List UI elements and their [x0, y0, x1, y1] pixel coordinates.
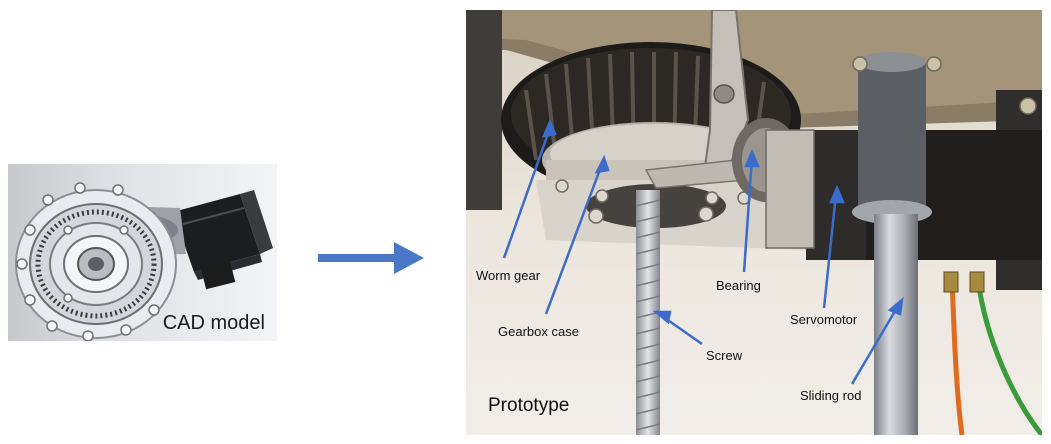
cad-model-caption: CAD model — [162, 312, 265, 334]
sliding-rod-pointer — [850, 305, 900, 385]
cad-gearbox-illustration — [15, 182, 273, 341]
cad-gear-housing — [15, 189, 177, 339]
label-sliding-rod: Sliding rod — [800, 388, 862, 403]
label-bearing: Bearing — [716, 278, 761, 293]
label-gearbox-case: Gearbox case — [498, 324, 579, 339]
photo-sliding-rod — [852, 52, 1037, 435]
prototype-caption: Prototype — [488, 395, 570, 416]
photo-cables — [949, 277, 1042, 435]
photo-bracket — [644, 10, 750, 189]
label-screw: Screw — [706, 348, 743, 363]
bearing-pointer — [742, 157, 754, 273]
photo-cable-connectors — [943, 271, 985, 293]
cad-model-panel: CAD model — [8, 164, 277, 341]
cad-motor — [173, 190, 273, 290]
photo-servomotor — [765, 129, 1042, 260]
label-worm-gear: Worm gear — [476, 268, 541, 283]
gearbox-case-pointer — [544, 163, 604, 315]
right-arrow-icon — [318, 242, 424, 274]
worm-gear-pointer — [502, 127, 552, 259]
servomotor-pointer — [822, 193, 838, 309]
cad-flange-bolts — [16, 182, 160, 341]
prototype-photo-panel: Worm gear Gearbox case Bearing Servomoto… — [466, 10, 1042, 435]
annotation-arrows — [502, 118, 904, 385]
prototype-photo-illustration — [466, 10, 1042, 435]
label-servomotor: Servomotor — [790, 312, 858, 327]
